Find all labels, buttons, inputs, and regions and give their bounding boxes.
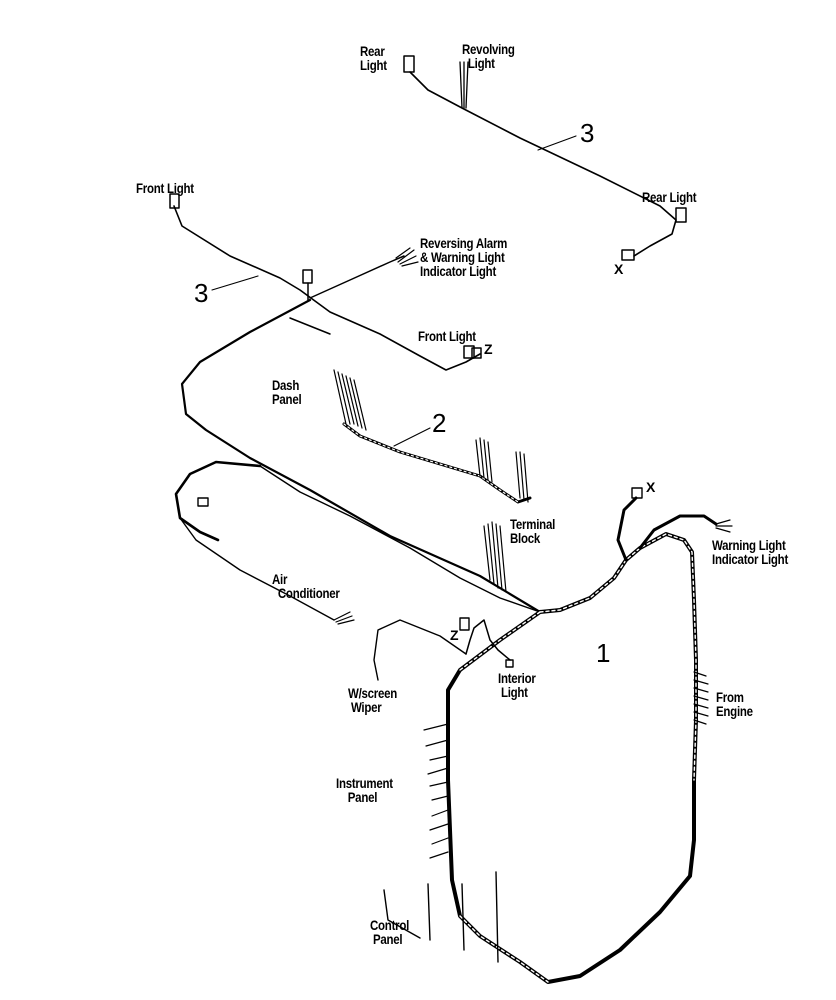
label-from-engine: From Engine (716, 689, 753, 719)
reversing-alarm-wires (395, 247, 419, 267)
callout-leader-3-left (211, 275, 259, 291)
label-rear-light-top: Rear Light (360, 43, 387, 73)
front-light-connector-mid (463, 345, 475, 359)
side-branch (289, 317, 331, 335)
harness-1-lower-inner (459, 915, 549, 983)
front-light-connector-left (169, 193, 180, 209)
control-panel-wires (383, 871, 499, 963)
harness-3-front-cable (173, 205, 481, 371)
label-revolving-light: Revolving Light (462, 41, 515, 71)
harness-1-inner-left (459, 611, 541, 671)
label-interior-light: Interior Light (498, 670, 536, 700)
harness-2-dash-run-inner (343, 423, 519, 503)
label-wscreen-wiper: W/screen Wiper (348, 685, 398, 715)
air-conditioner-wires (333, 611, 355, 625)
callout-leader-3-top (537, 135, 577, 151)
label-control-panel: Control Panel (370, 917, 410, 947)
reversing-alarm-branch (309, 255, 405, 299)
air-conditioner-loop (174, 460, 262, 542)
connector-x-lower-plug (631, 487, 643, 499)
from-engine-wires (693, 671, 709, 725)
air-conditioner-cable (259, 465, 541, 613)
label-instrument-panel: Instrument Panel (336, 775, 393, 805)
warning-light-wires (715, 519, 733, 533)
label-reversing-alarm: Reversing Alarm & Warning Light Indicato… (420, 235, 508, 279)
mark-x-upper: X (614, 261, 624, 277)
interior-light-connector (505, 659, 514, 668)
label-front-light-left: Front Light (136, 180, 194, 196)
callout-2: 2 (432, 408, 447, 438)
harness-3-rear-cable (409, 71, 677, 257)
callout-3-top: 3 (580, 118, 595, 148)
dash-panel-branch-b (515, 451, 529, 503)
label-front-light-mid: Front Light (418, 328, 476, 344)
connector-z-lower-plug (459, 617, 470, 631)
mark-x-lower: X (646, 479, 656, 495)
dash-panel-wires (333, 369, 367, 431)
terminal-block-wires (483, 521, 507, 593)
callout-1: 1 (596, 638, 611, 668)
label-air-conditioner: Air Conditioner (272, 571, 340, 601)
harness-1-main-inner (539, 533, 697, 781)
rear-light-connector-right (675, 207, 687, 223)
label-terminal-block: Terminal Block (510, 516, 556, 546)
revolving-light-wires (459, 61, 469, 109)
mark-z-upper: Z (484, 341, 493, 357)
mark-z-lower: Z (450, 627, 459, 643)
harness-1-main (446, 532, 698, 984)
connector-x-upper-plug (621, 249, 635, 261)
label-warning-light: Warning Light Indicator Light (712, 537, 789, 567)
harness-2-loop (180, 298, 542, 614)
wscreen-wiper-cable (373, 619, 467, 681)
warning-light-loop (616, 496, 718, 562)
instrument-panel-wires (423, 723, 449, 859)
callout-3-left: 3 (194, 278, 209, 308)
rear-light-connector-top (403, 55, 415, 73)
front-light-connector-mid-top (302, 269, 313, 284)
label-rear-light-right: Rear Light (642, 189, 697, 205)
callout-leader-2 (393, 427, 431, 447)
air-conditioner-connector (197, 497, 209, 507)
label-dash-panel: Dash Panel (272, 377, 302, 407)
interior-light-branch (465, 619, 511, 661)
dash-panel-branch-a (475, 437, 493, 483)
connector-z-upper-plug (471, 347, 482, 359)
air-conditioner-drop (179, 517, 335, 621)
